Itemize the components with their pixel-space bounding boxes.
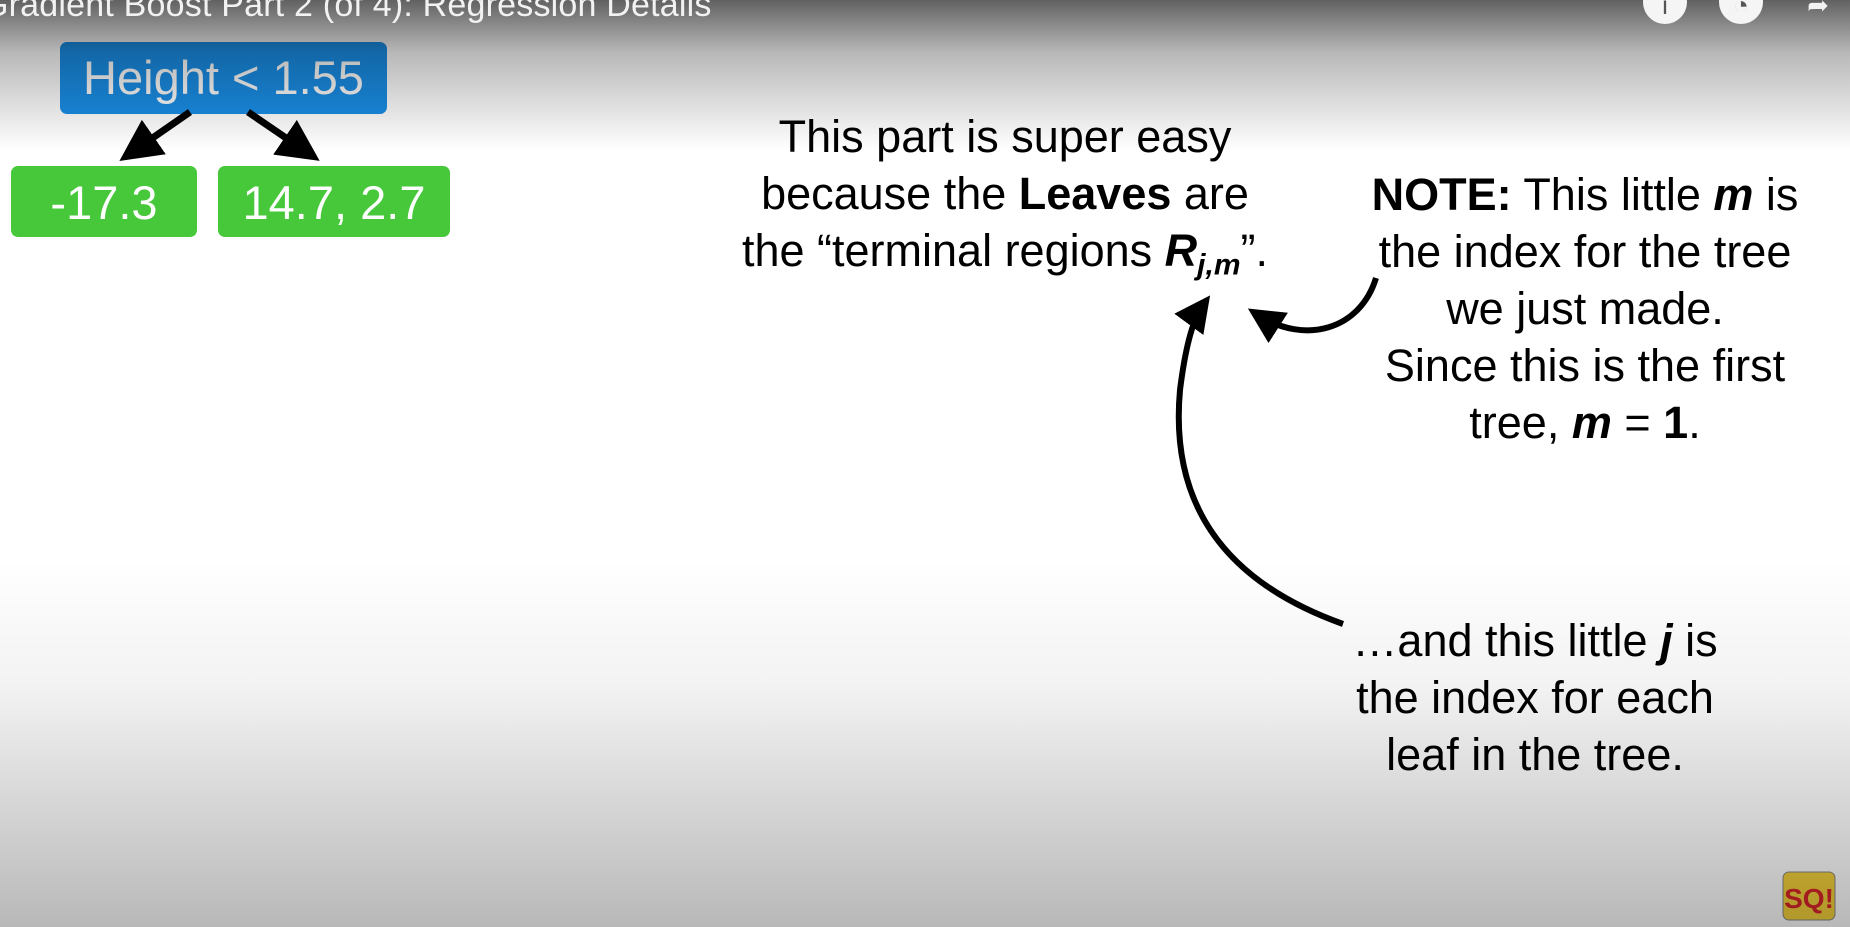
note-line-3: we just made.: [1446, 283, 1724, 334]
note-line-4: Since this is the first: [1384, 340, 1786, 391]
arrow-to-m-subscript: [1247, 277, 1379, 344]
r-subscript: j,m: [1197, 248, 1241, 282]
leaf-line-3: leaf in the tree.: [1386, 729, 1684, 780]
leaves-bold: Leaves: [1018, 168, 1172, 219]
caption-line-3: the “terminal regions Rj,m”.: [741, 225, 1269, 282]
tree-leaf-left: -17.3: [11, 166, 197, 237]
watch-later-icon[interactable]: ◔: [1719, 0, 1763, 24]
leaf-left-label: -17.3: [50, 176, 158, 229]
note-label: NOTE:: [1371, 169, 1512, 220]
leaf-line-1: …and this little j is: [1352, 615, 1718, 666]
note-line-1: NOTE: This little m is: [1371, 169, 1799, 220]
info-icon[interactable]: i: [1643, 0, 1687, 24]
arrow-to-j-subscript: [1174, 295, 1345, 627]
svg-text:SQ!: SQ!: [1784, 883, 1834, 914]
note-line-2: the index for the tree: [1378, 226, 1792, 277]
r-symbol: R: [1164, 225, 1198, 276]
tree-leaf-right: 14.7, 2.7: [218, 166, 450, 237]
leaf-line-2: the index for each: [1356, 672, 1714, 723]
leaf-right-label: 14.7, 2.7: [242, 176, 426, 229]
statquest-logo: SQ!: [1782, 871, 1836, 921]
video-title[interactable]: Gradient Boost Part 2 (of 4): Regression…: [0, 0, 712, 24]
leaf-j-caption: …and this little j is the index for each…: [1290, 612, 1780, 783]
note-m-caption: NOTE: This little m is the index for the…: [1340, 166, 1830, 451]
caption-line-2: because the Leaves are: [761, 168, 1249, 219]
note-line-5: tree, m = 1.: [1469, 397, 1701, 448]
share-icon[interactable]: ➦: [1807, 0, 1829, 20]
